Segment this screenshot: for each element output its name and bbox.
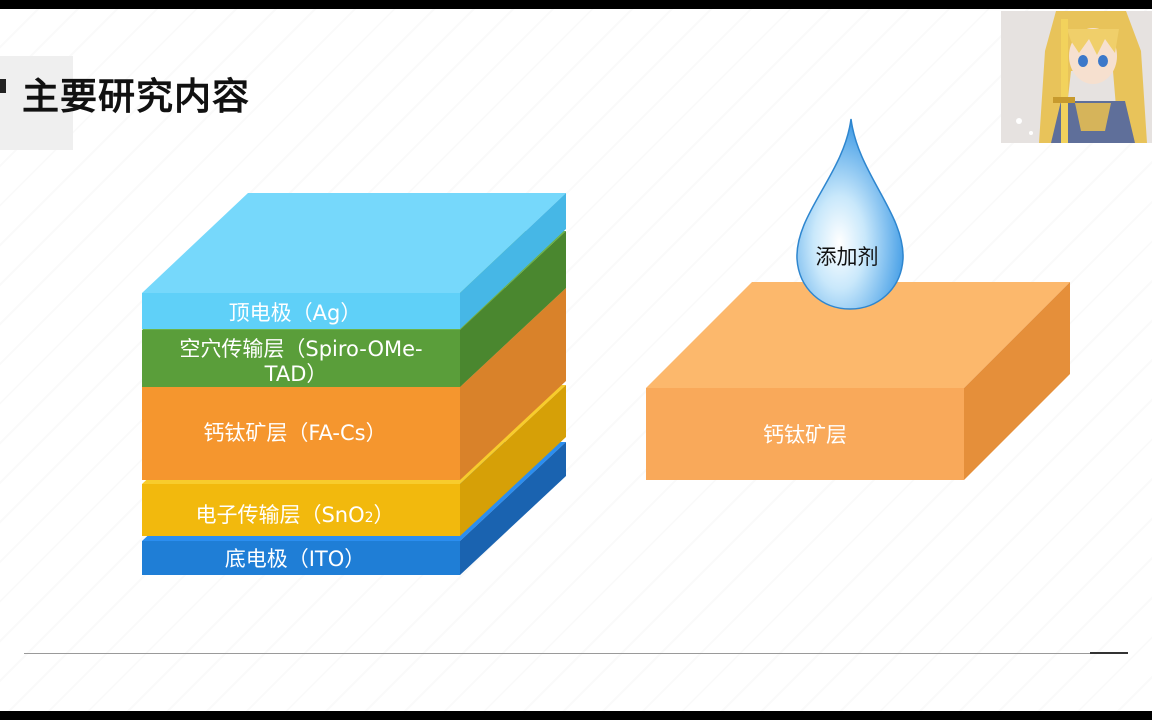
slide: 主要研究内容 [0, 9, 1152, 711]
layer-top-electrode: 顶电极（Ag） [142, 193, 566, 329]
bottom-letterbox-bar [0, 711, 1152, 720]
layer-label-perovskite: 钙钛矿层（FA-Cs） [203, 421, 386, 445]
title-accent-block [0, 56, 73, 150]
perovskite-block: 钙钛矿层 [646, 282, 1070, 480]
layer-label-electron-transport: 电子传输层（SnO2） [195, 503, 394, 527]
top-letterbox-bar [0, 0, 1152, 9]
additive-drop-icon: 添加剂 [796, 118, 904, 310]
research-diagram: 底电极（ITO） 电子传输层（SnO2） 钙钛矿层（FA-Cs） 空穴传输层（S… [142, 118, 1070, 575]
anime-avatar-icon [1001, 11, 1152, 143]
title-marker [0, 79, 6, 93]
layer-label-bottom-electrode: 底电极（ITO） [225, 547, 366, 571]
page-title: 主要研究内容 [22, 75, 250, 118]
footer-divider [24, 653, 1128, 654]
footer-divider-accent [1090, 652, 1128, 654]
perovskite-block-label: 钙钛矿层 [763, 423, 847, 447]
layer-label-hole-transport-line2: TAD） [264, 362, 328, 386]
layer-label-top-electrode: 顶电极（Ag） [229, 301, 362, 325]
additive-label: 添加剂 [816, 245, 879, 269]
layer-label-hole-transport-line1: 空穴传输层（Spiro-OMe- [179, 337, 422, 361]
avatar [1001, 11, 1152, 143]
